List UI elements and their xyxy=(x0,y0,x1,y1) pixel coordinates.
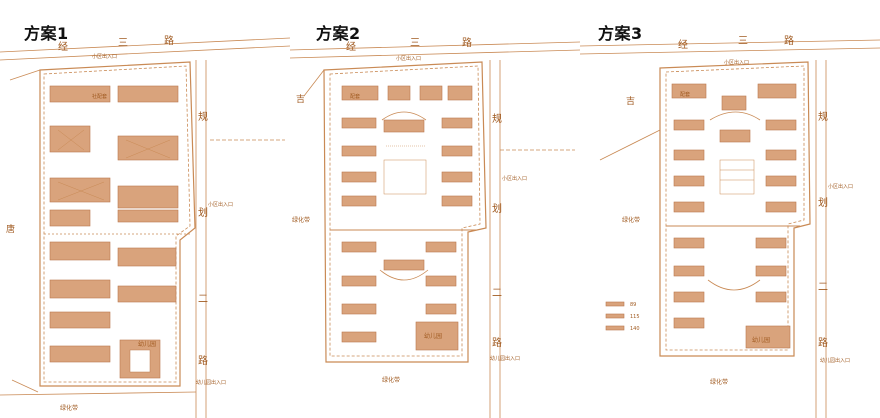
road-char: 吉 xyxy=(296,94,305,105)
legend-label: 89 xyxy=(630,302,636,308)
greenbelt-label: 绿化带 xyxy=(382,376,400,384)
gate-label: 小区出入口 xyxy=(92,53,117,60)
greenbelt-label: 绿化带 xyxy=(292,216,310,224)
gate-label: 幼儿园出入口 xyxy=(196,379,226,386)
road-char: 规 xyxy=(492,112,502,125)
greenbelt-label: 绿化带 xyxy=(622,216,640,224)
road-char: 路 xyxy=(818,336,828,349)
greenbelt-label: 绿化带 xyxy=(710,378,728,386)
road-char: 规 xyxy=(198,110,208,123)
clubhouse-label: 配套 xyxy=(350,93,360,100)
road-char: 划 xyxy=(492,202,502,215)
road-char: 唐 xyxy=(6,223,15,235)
scheme-panel-3: 方案3 xyxy=(580,0,880,418)
road-char: 三 xyxy=(410,38,420,49)
gate-label: 小区出入口 xyxy=(502,175,527,182)
gate-label: 幼儿园出入口 xyxy=(820,357,850,364)
scheme-title: 方案3 xyxy=(598,24,643,43)
gate-label: 小区出入口 xyxy=(828,183,853,190)
scheme-panel-1: 方案1 xyxy=(0,0,290,418)
road-char: 二 xyxy=(818,282,828,293)
road-char: 二 xyxy=(492,288,502,299)
site-plan-2: 经 三 路 规 划 二 路 吉 小区出入口 小区出入口 幼儿园出入口 幼儿园 绿… xyxy=(290,36,580,418)
gate-label: 小区出入口 xyxy=(208,201,233,208)
scheme-title: 方案2 xyxy=(316,24,361,43)
road-char: 经 xyxy=(678,38,688,51)
clubhouse-label: 配套 xyxy=(680,91,690,98)
kindergarten-label: 幼儿园 xyxy=(752,336,770,344)
road-char: 路 xyxy=(462,36,472,49)
road-char: 路 xyxy=(492,336,502,349)
road-char: 二 xyxy=(198,294,208,305)
gate-label: 幼儿园出入口 xyxy=(490,355,520,362)
scheme-title: 方案1 xyxy=(24,24,69,43)
gate-label: 小区出入口 xyxy=(396,55,421,62)
greenbelt-label: 绿化带 xyxy=(60,404,78,412)
road-char: 规 xyxy=(818,110,828,123)
site-plan-3: 经 三 路 规 划 二 路 吉 小区出入口 小区出入口 幼儿园出入口 幼儿园 绿… xyxy=(580,34,880,418)
clubhouse-label: 社配套 xyxy=(92,93,107,100)
road-char: 经 xyxy=(58,40,68,53)
road-char: 三 xyxy=(738,36,748,47)
road-char: 划 xyxy=(198,206,208,219)
scheme-panel-2: 方案2 xyxy=(290,0,580,418)
road-char: 划 xyxy=(818,196,828,209)
road-char: 路 xyxy=(164,34,174,47)
legend-label: 140 xyxy=(630,326,640,332)
kindergarten-label: 幼儿园 xyxy=(424,332,442,340)
legend-label: 115 xyxy=(630,314,640,320)
road-char: 吉 xyxy=(626,96,635,107)
road-char: 路 xyxy=(198,354,208,367)
road-char: 经 xyxy=(346,40,356,53)
kindergarten-label: 幼儿园 xyxy=(138,340,156,348)
road-char: 路 xyxy=(784,34,794,47)
road-char: 三 xyxy=(118,38,128,49)
gate-label: 小区出入口 xyxy=(724,59,749,66)
site-plan-1: 经 三 路 规 划 二 路 唐 小区出入口 小区出入口 幼儿园出入口 幼儿园 绿… xyxy=(0,34,290,418)
